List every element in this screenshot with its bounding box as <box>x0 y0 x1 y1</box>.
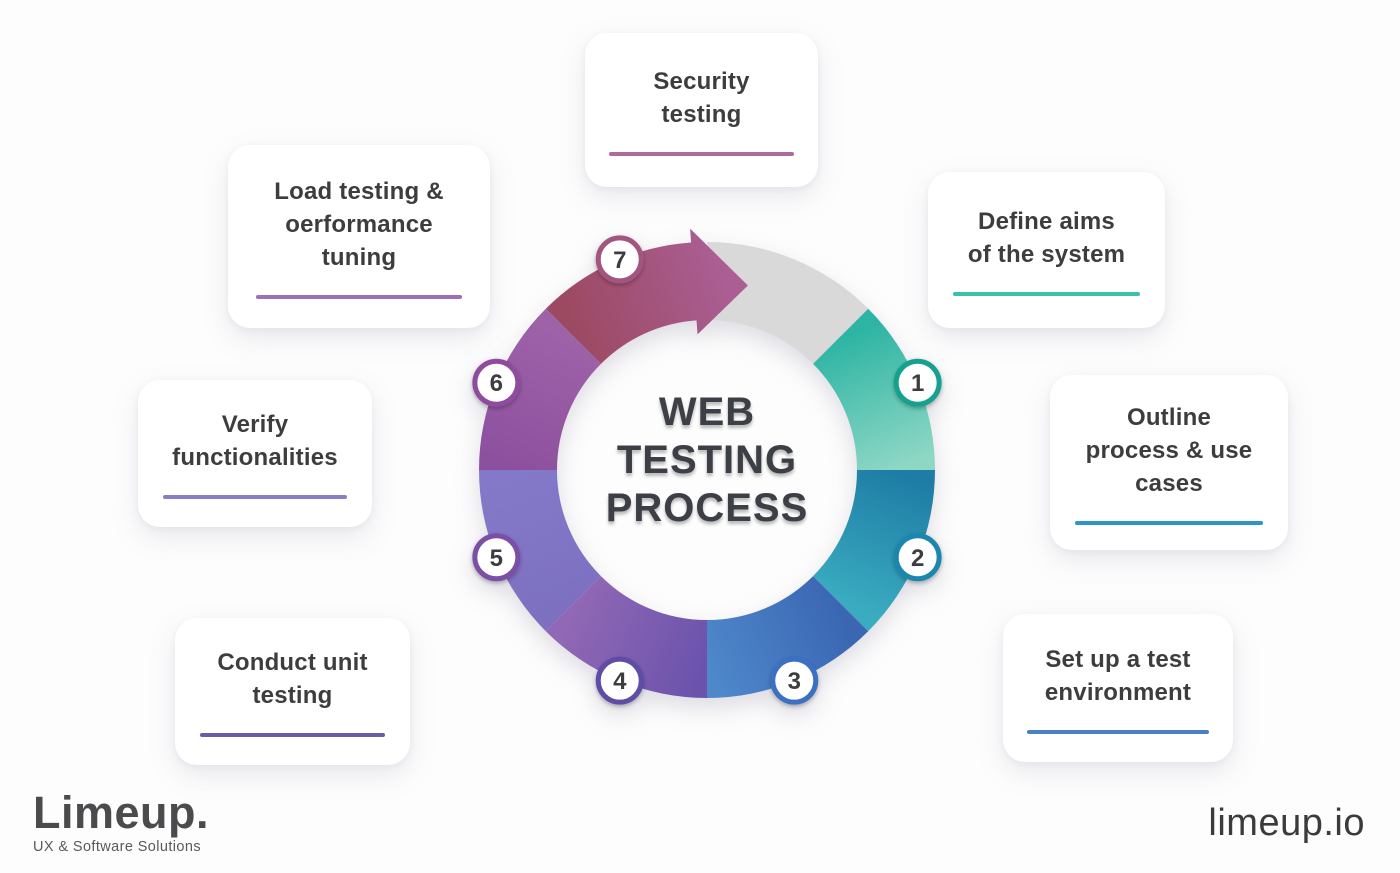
step-marker-circle <box>472 533 521 582</box>
card-underline <box>255 294 463 299</box>
card-underline <box>952 291 1141 296</box>
limeup-logo: Limeup. UX & Software Solutions <box>33 787 210 856</box>
step-marker-circle <box>472 358 521 407</box>
step-marker-2: 2 <box>893 533 942 582</box>
step-number: 1 <box>911 370 924 397</box>
segment-verify-functionalities <box>479 470 601 632</box>
logo-wordmark: Limeup. <box>33 787 210 838</box>
step-marker-7: 7 <box>595 235 644 284</box>
step-marker-circle <box>595 235 644 284</box>
segment-security-testing <box>545 228 748 364</box>
segment-setup-environment <box>707 576 869 698</box>
segment-outline-process <box>813 470 935 632</box>
card-underline <box>1027 729 1209 734</box>
wheel-title-line: PROCESS <box>605 486 809 530</box>
segment-define-aims <box>813 308 935 470</box>
card-underline <box>199 733 386 737</box>
segment-load-testing <box>479 308 601 470</box>
card-underline <box>1074 520 1263 525</box>
step-number: 3 <box>788 668 801 695</box>
site-link: limeup.io <box>1208 802 1365 844</box>
step-marker-circle <box>770 656 819 705</box>
step-marker-circle <box>893 533 942 582</box>
step-number: 4 <box>613 668 627 695</box>
card-underline <box>609 151 794 156</box>
step-marker-6: 6 <box>472 358 521 407</box>
segment-unit-testing <box>545 576 707 698</box>
process-wheel: 1 2 3 4 5 6 7 <box>472 228 942 705</box>
step-number: 7 <box>613 247 626 274</box>
segment-filler <box>707 242 869 364</box>
wheel-title-line: WEB <box>658 390 756 434</box>
step-number: 5 <box>490 545 503 572</box>
step-marker-5: 5 <box>472 533 521 582</box>
step-marker-4: 4 <box>595 656 644 705</box>
card-underline <box>162 495 348 499</box>
step-number: 6 <box>490 370 503 397</box>
step-marker-3: 3 <box>770 656 819 705</box>
step-marker-1: 1 <box>893 358 942 407</box>
step-marker-circle <box>595 656 644 705</box>
wheel-title-line: TESTING <box>616 438 798 482</box>
step-number: 2 <box>911 545 924 572</box>
logo-tagline: UX & Software Solutions <box>33 839 201 855</box>
step-marker-circle <box>893 358 942 407</box>
